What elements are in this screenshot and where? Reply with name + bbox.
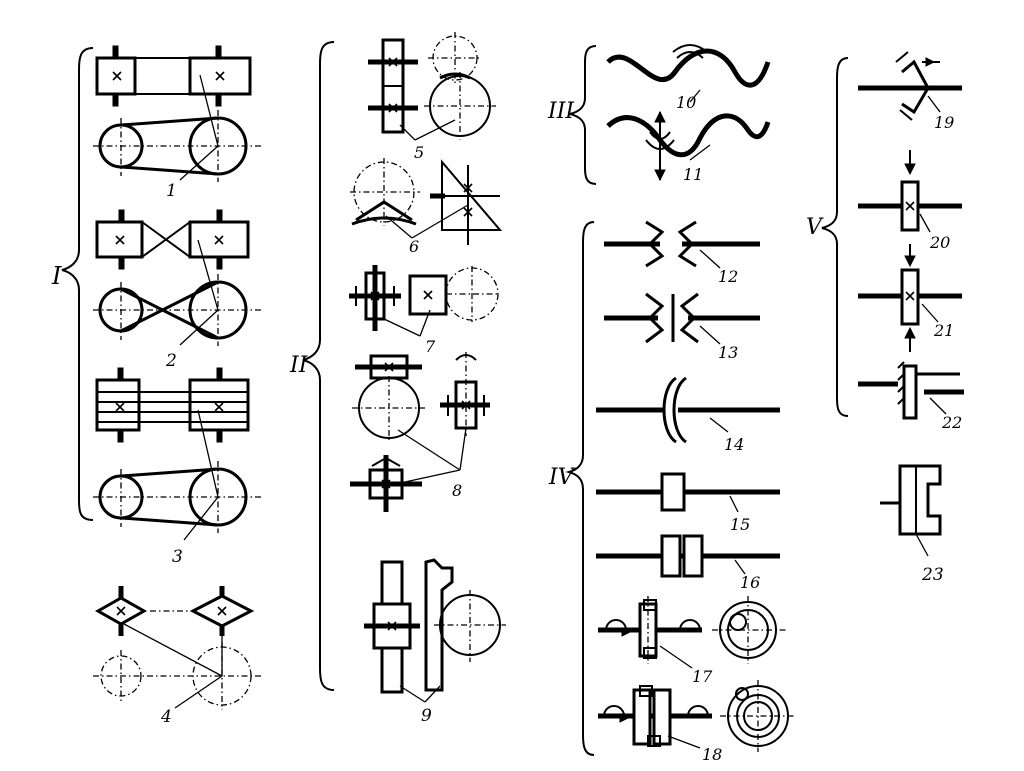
spur-gear-pair-symbol [368,32,496,141]
rack-and-pinion-symbol [364,558,506,703]
gear-set-symbol [350,352,490,512]
group-label-iv: IV [548,465,576,490]
group-label-iii: III [547,99,575,124]
symbol-label-1: 1 [166,181,177,201]
group-label-i: I [51,262,62,290]
cam-follower-symbol [606,110,771,182]
symbol-label-20: 20 [929,233,950,252]
chain-drive-symbol [93,586,262,710]
coupling-symbol [596,472,780,513]
symbol-label-11: 11 [683,165,703,184]
double-ratchet-mechanism-symbol [598,680,796,752]
bevel-gear-pair-symbol [350,158,503,245]
open-belt-drive-symbol [93,45,262,182]
symbol-label-14: 14 [724,435,744,454]
ratchet-mechanism-symbol [598,596,788,669]
symbol-label-8: 8 [452,481,462,500]
friction-coupling-symbol [596,534,780,578]
symbol-label-10: 10 [676,93,696,112]
sliding-jaw-clutch-symbol [604,292,760,345]
symbol-label-13: 13 [718,343,738,362]
symbol-label-5: 5 [414,143,424,162]
group-label-ii: II [289,353,309,378]
conical-brake-symbol [858,51,962,121]
group-v-brace [821,57,849,417]
group-i-brace [61,47,94,521]
worm-gear-symbol [349,265,500,337]
fixed-support-brake-symbol [858,361,964,420]
crossed-belt-drive-symbol [93,209,262,346]
stepped-disk-symbol [880,464,942,557]
pressure-bearing-symbol [858,150,962,233]
group-iii-brace [569,45,597,185]
symbol-label-15: 15 [730,515,750,534]
symbol-label-12: 12 [718,267,738,286]
symbol-label-4: 4 [160,707,172,727]
jaw-clutch-symbol [604,220,760,269]
symbol-label-2: 2 [165,351,177,371]
cam-profile-symbol [606,44,771,103]
double-pressure-bearing-symbol [858,244,962,352]
group-label-v: V [806,215,824,240]
symbol-label-21: 21 [933,321,954,340]
symbol-label-22: 22 [941,413,962,432]
symbol-label-18: 18 [702,745,722,764]
symbol-label-16: 16 [740,573,760,592]
symbol-label-7: 7 [425,337,436,356]
symbol-label-3: 3 [172,547,183,567]
symbol-label-17: 17 [692,667,713,686]
symbol-label-19: 19 [934,113,954,132]
symbol-label-9: 9 [421,706,432,726]
cone-clutch-symbol [596,376,780,444]
group-iv-brace [565,221,595,756]
group-ii-brace [302,41,335,691]
symbol-label-23: 23 [921,565,944,585]
symbol-label-6: 6 [409,237,419,256]
multi-belt-drive-symbol [93,367,262,541]
